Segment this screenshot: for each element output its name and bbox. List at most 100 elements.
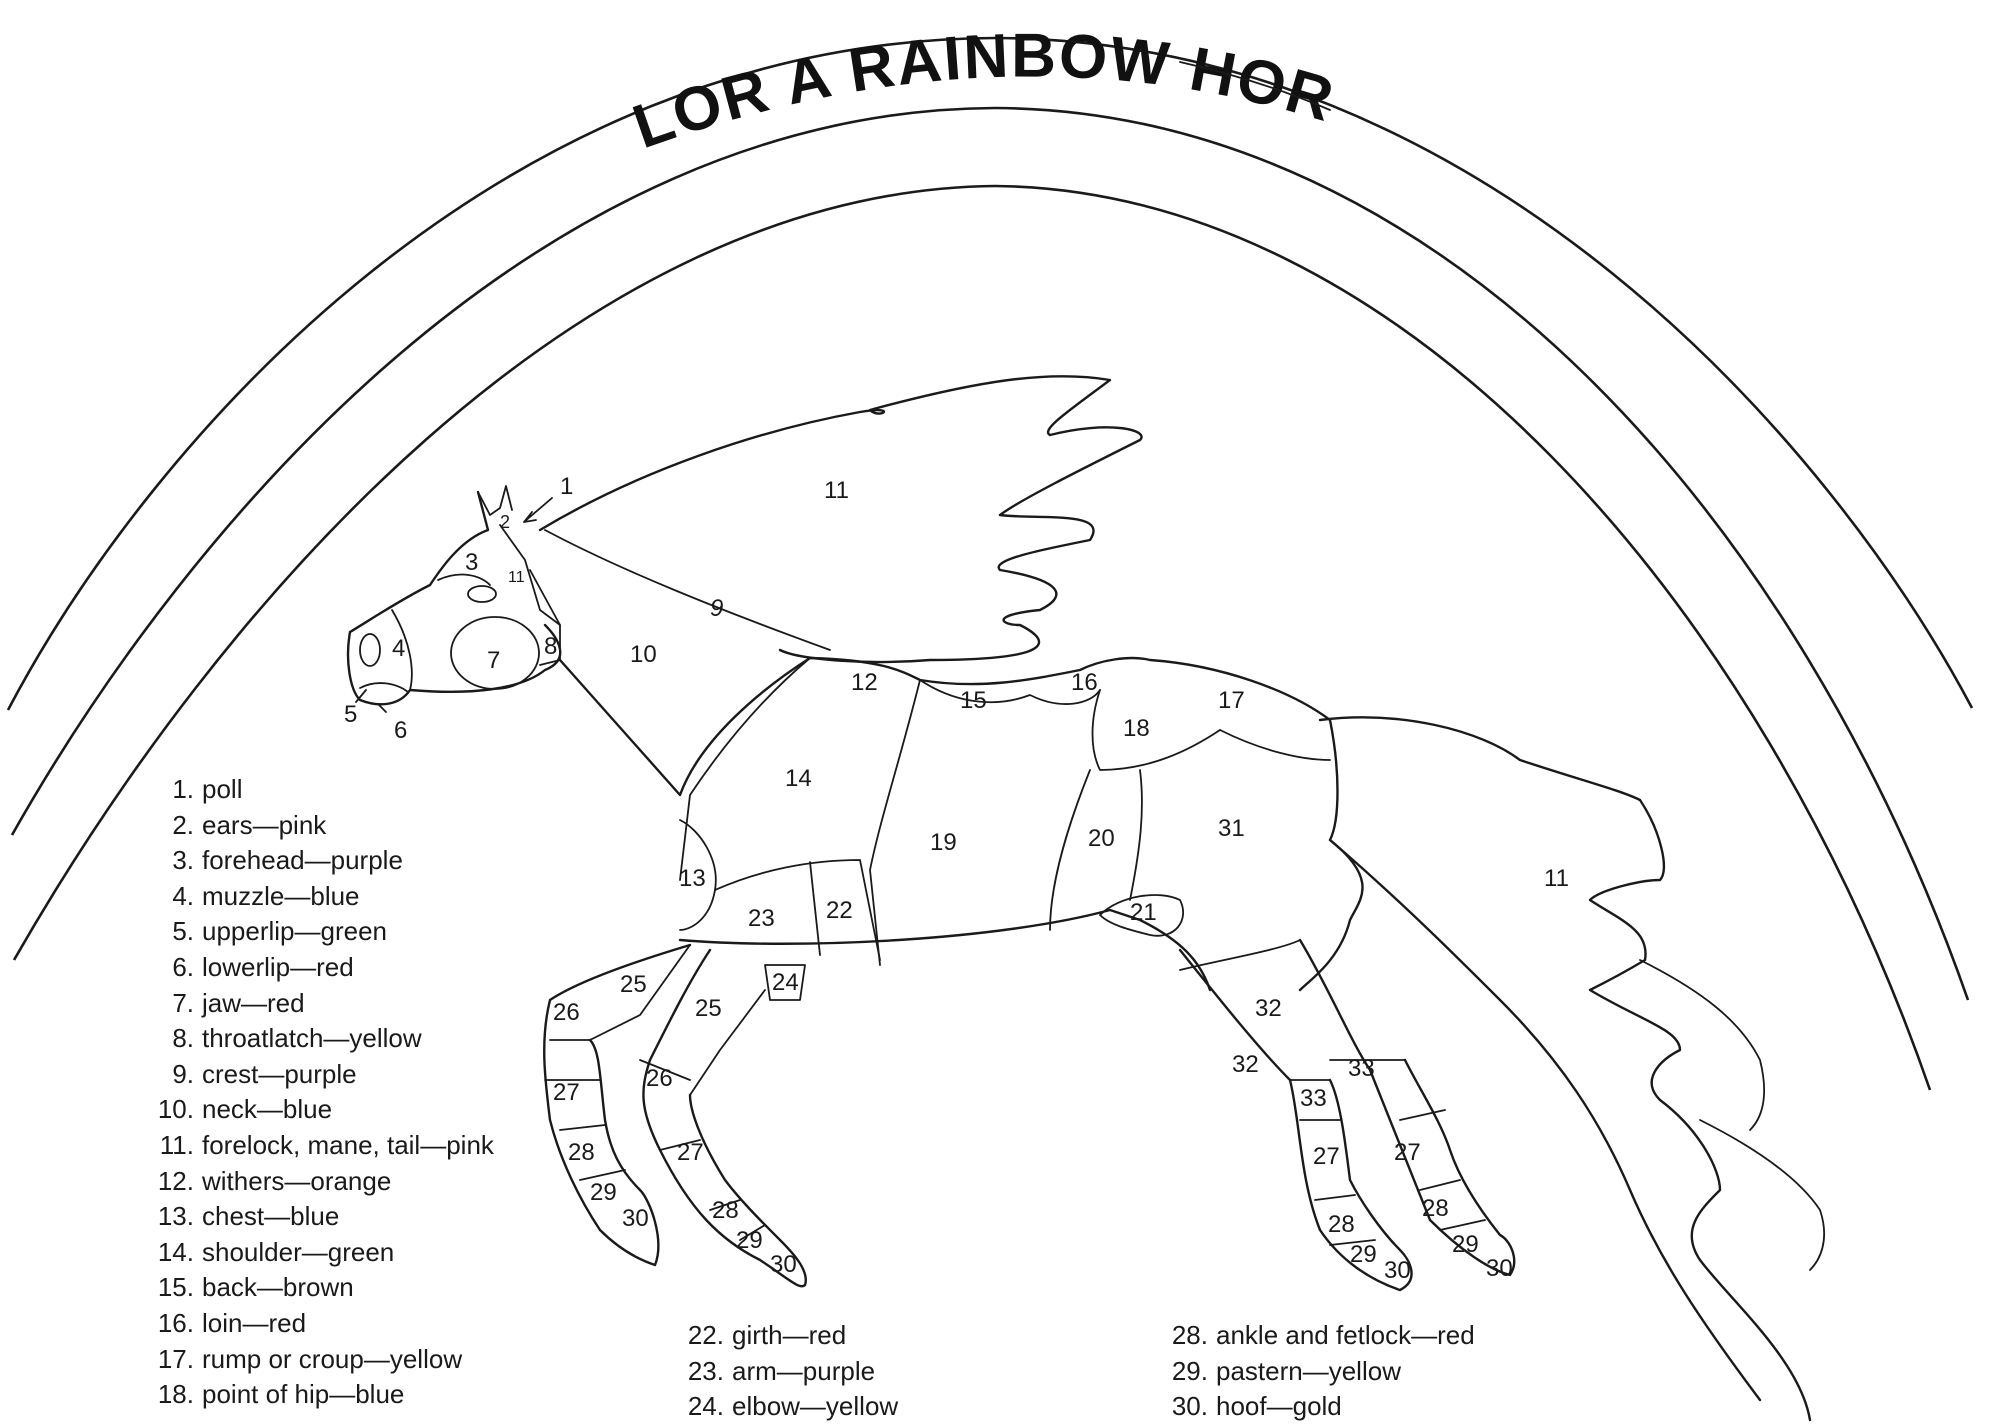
thigh-line <box>1130 770 1142 900</box>
crest-line <box>545 530 830 650</box>
label-muzzle: 4 <box>392 635 405 662</box>
label-pastern-hl: 29 <box>1350 1241 1377 1268</box>
label-girth: 22 <box>826 897 853 924</box>
legend-item-text: neck—blue <box>202 1094 332 1124</box>
label-pastern-hr: 29 <box>1452 1231 1479 1258</box>
legend-item-text: forelock, mane, tail—pink <box>202 1130 494 1160</box>
legend-item-number: 13. <box>150 1199 194 1235</box>
label-rump: 17 <box>1218 687 1245 714</box>
label-hock-left: 33 <box>1300 1085 1327 1112</box>
legend-item-number: 17. <box>150 1342 194 1378</box>
legend-item: 30.hoof—gold <box>1164 1389 1475 1425</box>
tail-lower-outline <box>1330 840 1760 1400</box>
legend-item-number: 7. <box>150 986 194 1022</box>
legend-item: 14. shoulder—green <box>150 1235 494 1271</box>
label-neck: 10 <box>630 641 657 668</box>
legend-item: 8.throatlatch—yellow <box>150 1021 494 1057</box>
legend-item-number: 4. <box>150 879 194 915</box>
label-loin: 16 <box>1071 669 1098 696</box>
legend-item-number: 30. <box>1164 1389 1208 1425</box>
legend-item-number: 28. <box>1164 1318 1208 1354</box>
legend-item-number: 29. <box>1164 1354 1208 1390</box>
legend-item-number: 5. <box>150 914 194 950</box>
legend-item-text: poll <box>202 774 242 804</box>
label-poll: 1 <box>560 473 573 500</box>
legend-item: 13.chest—blue <box>150 1199 494 1235</box>
label-arm: 23 <box>748 905 775 932</box>
legend-column-3: 28. ankle and fetlock—red 29.pastern—yell… <box>1164 1318 1475 1425</box>
label-hoof-fr: 30 <box>770 1251 797 1278</box>
legend-item: 22. girth—red <box>680 1318 898 1354</box>
label-withers: 12 <box>851 669 878 696</box>
legend-item-text: rump or croup—yellow <box>202 1344 462 1374</box>
legend-item-number: 24. <box>680 1389 724 1425</box>
label-hoof-hr: 30 <box>1486 1255 1513 1282</box>
legend-item: 5.upperlip—green <box>150 914 494 950</box>
forehead-line <box>438 575 490 585</box>
label-hoof-fl: 30 <box>622 1205 649 1232</box>
hind-leg-left <box>1180 950 1412 1290</box>
legend-item-text: elbow—yellow <box>732 1391 898 1421</box>
label-lowerlip: 6 <box>394 717 407 744</box>
label-tail: 11 <box>1544 865 1569 892</box>
legend-item: 29.pastern—yellow <box>1164 1354 1475 1390</box>
legend-item: 9.crest—purple <box>150 1057 494 1093</box>
eye-shape <box>468 586 496 602</box>
nostril-shape <box>360 634 380 666</box>
legend-item-number: 1. <box>150 772 194 808</box>
legend-item-text: ears—pink <box>202 810 326 840</box>
legend-item: 15.back—brown <box>150 1270 494 1306</box>
legend-item-number: 16. <box>150 1306 194 1342</box>
legend-item-number: 22. <box>680 1318 724 1354</box>
label-fetlock-fl: 28 <box>568 1139 595 1166</box>
legend-column-1: 1.poll 2.ears—pink 3.forehead—purple 4.m… <box>150 772 494 1413</box>
label-fetlock-hr: 28 <box>1422 1195 1449 1222</box>
label-jaw: 7 <box>487 647 500 674</box>
label-knee-right: 26 <box>646 1065 673 1092</box>
page-title-text: COLOR A RAINBOW HORSE <box>0 0 1342 162</box>
legend-item-text: throatlatch—yellow <box>202 1023 422 1053</box>
label-cannon-fr: 27 <box>677 1139 704 1166</box>
legend-item: 12.withers—orange <box>150 1164 494 1200</box>
legend-item: 4.muzzle—blue <box>150 879 494 915</box>
label-forelock: 11 <box>508 569 525 586</box>
label-cannon-hl: 27 <box>1313 1143 1340 1170</box>
label-pastern-fl: 29 <box>590 1179 617 1206</box>
lip-line <box>360 683 408 692</box>
poll-pointer-arrow <box>524 498 552 522</box>
label-flank: 20 <box>1088 825 1115 852</box>
legend-item: 16.loin—red <box>150 1306 494 1342</box>
legend-item-text: forehead—purple <box>202 845 403 875</box>
label-throatlatch: 8 <box>544 633 557 660</box>
legend-item: 1. poll <box>150 772 494 808</box>
label-chest: 13 <box>679 865 706 892</box>
legend-item-text: girth—red <box>732 1320 846 1350</box>
label-pastern-fr: 29 <box>736 1227 763 1254</box>
legend-item-number: 10. <box>150 1092 194 1128</box>
legend-item-number: 14. <box>150 1235 194 1271</box>
label-mane: 11 <box>824 477 849 504</box>
legend-item: 10. neck—blue <box>150 1092 494 1128</box>
legend-item-number: 18. <box>150 1377 194 1413</box>
label-back: 15 <box>960 687 987 714</box>
legend-item-number: 6. <box>150 950 194 986</box>
forearm-divider <box>590 945 765 1095</box>
legend-item-text: ankle and fetlock—red <box>1216 1320 1475 1350</box>
label-fetlock-hl: 28 <box>1328 1211 1355 1238</box>
legend-item-text: shoulder—green <box>202 1237 394 1267</box>
label-cannon-hr: 27 <box>1394 1139 1421 1166</box>
region-numbers: 1 2 3 4 5 6 7 8 9 10 11 11 11 12 13 14 1… <box>344 473 1569 1284</box>
legend-item-text: withers—orange <box>202 1166 391 1196</box>
legend-column-2: 22.girth—red 23.arm—purple 24.elbow—yell… <box>680 1318 898 1425</box>
legend-item-text: lowerlip—red <box>202 952 354 982</box>
legend-item-number: 23. <box>680 1354 724 1390</box>
rainbow-arc-outer <box>8 38 1972 710</box>
label-hock-right: 33 <box>1348 1055 1375 1082</box>
legend-item-number: 9. <box>150 1057 194 1093</box>
label-elbow: 24 <box>772 969 799 996</box>
legend-item: 18. point of hip—blue <box>150 1377 494 1413</box>
legend-item-number: 3. <box>150 843 194 879</box>
croup-line <box>1220 730 1330 760</box>
label-cannon-fl: 27 <box>553 1079 580 1106</box>
legend-item-text: point of hip—blue <box>202 1379 404 1409</box>
